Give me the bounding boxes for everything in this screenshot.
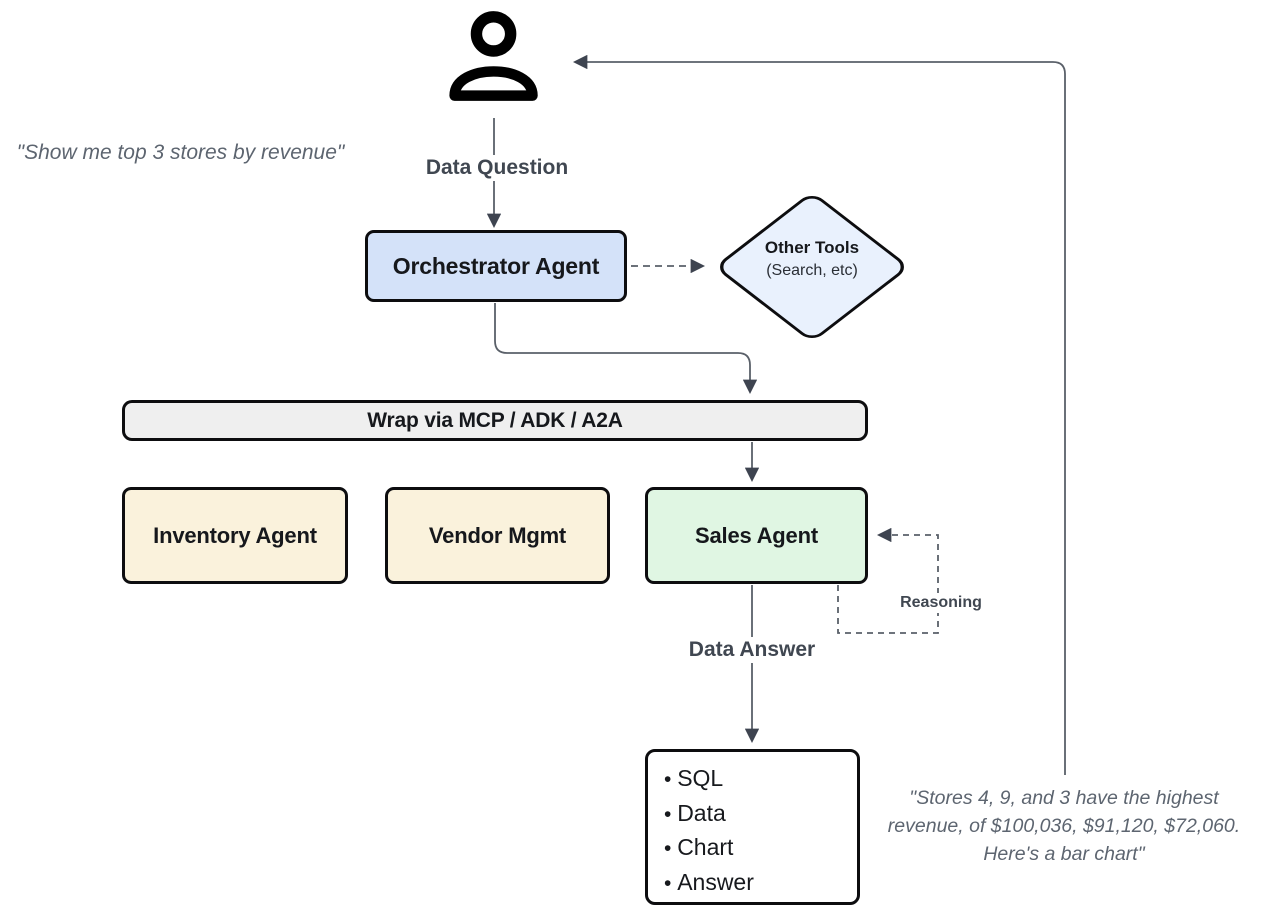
other-tools-text: Other Tools (Search, etc) xyxy=(732,236,892,282)
output-artifacts-box: SQL Data Chart Answer xyxy=(645,749,860,905)
list-item: SQL xyxy=(662,762,857,797)
sales-agent-label: Sales Agent xyxy=(695,522,818,548)
wrap-bar-label: Wrap via MCP / ADK / A2A xyxy=(367,408,623,432)
list-item: Chart xyxy=(662,831,857,866)
orchestrator-agent-label: Orchestrator Agent xyxy=(392,252,600,279)
reasoning-label: Reasoning xyxy=(895,593,987,613)
user-question-quote: "Show me top 3 stores by revenue" xyxy=(16,141,345,164)
sales-agent-node: Sales Agent xyxy=(645,487,868,584)
agent-answer-quote: "Stores 4, 9, and 3 have the highest rev… xyxy=(887,787,1241,865)
arrow-orchestrator-to-wrap-bar xyxy=(494,303,758,395)
feedback-arrow-answer-to-user xyxy=(572,54,1066,775)
inventory-agent-label: Inventory Agent xyxy=(153,522,317,548)
data-answer-label: Data Answer xyxy=(680,637,824,663)
list-item: Data xyxy=(662,797,857,832)
vendor-mgmt-node: Vendor Mgmt xyxy=(385,487,610,584)
user-icon xyxy=(447,8,542,113)
output-artifacts-list: SQL Data Chart Answer xyxy=(662,762,857,900)
other-tools-title: Other Tools xyxy=(764,238,860,257)
other-tools-subtitle: (Search, etc) xyxy=(766,262,858,279)
data-question-label: Data Question xyxy=(417,155,577,181)
inventory-agent-node: Inventory Agent xyxy=(122,487,348,584)
list-item: Answer xyxy=(662,866,857,901)
reasoning-self-loop xyxy=(837,527,939,634)
wrap-via-mcp-bar: Wrap via MCP / ADK / A2A xyxy=(122,400,868,441)
orchestrator-agent-node: Orchestrator Agent xyxy=(365,230,627,302)
vendor-mgmt-label: Vendor Mgmt xyxy=(428,522,567,548)
